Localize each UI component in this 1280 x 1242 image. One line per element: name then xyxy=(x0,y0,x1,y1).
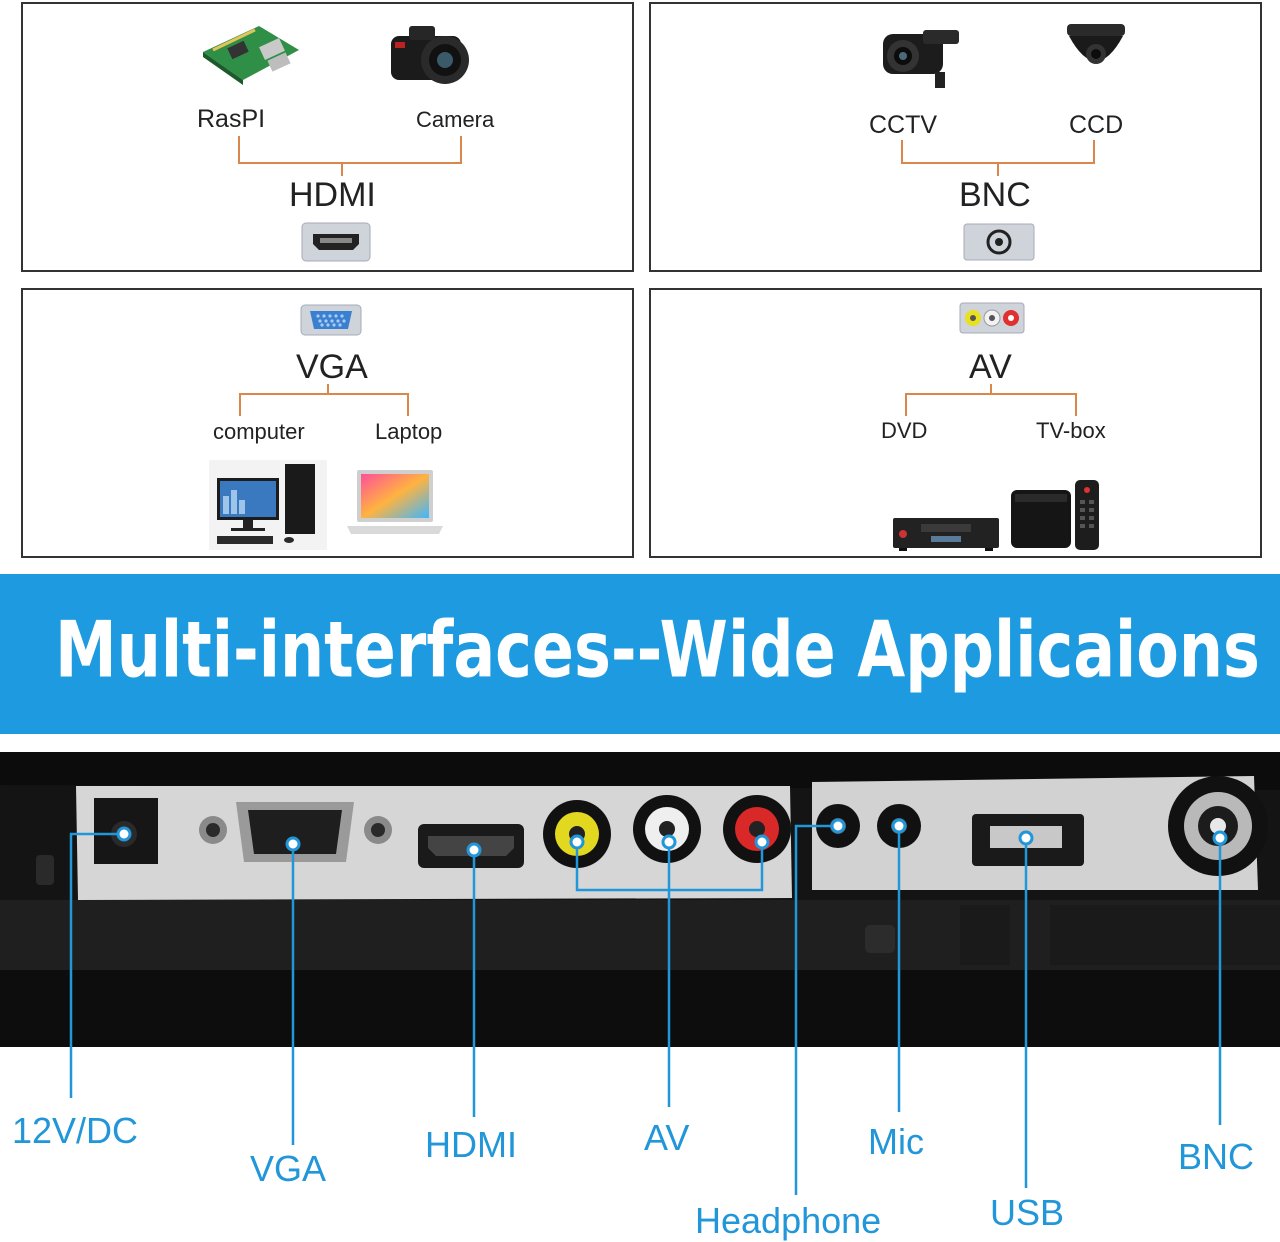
dslr-camera-icon xyxy=(391,26,469,84)
laptop-icon xyxy=(347,470,443,534)
left-device-label: DVD xyxy=(881,418,928,443)
panel-vga: VGA computer Laptop xyxy=(21,288,634,558)
title-banner: Multi-interfaces--Wide Applicaions xyxy=(0,574,1280,734)
av-port-icon xyxy=(959,302,1025,334)
port-label-hdmi: HDMI xyxy=(425,1124,517,1165)
bullet-camera-icon xyxy=(883,30,959,88)
category-title: AV xyxy=(969,348,1012,386)
port-label-bnc: BNC xyxy=(1178,1136,1255,1177)
banner-title: Multi-interfaces--Wide Applicaions xyxy=(55,604,1260,696)
bnc-port-icon xyxy=(963,223,1035,261)
left-device-label: computer xyxy=(213,419,305,444)
device-rear-panel xyxy=(0,752,1280,1047)
dvd-player-icon xyxy=(893,518,999,551)
port-label-12v-dc: 12V/DC xyxy=(12,1110,139,1151)
port-label-vga: VGA xyxy=(250,1148,327,1189)
dome-camera-icon xyxy=(1067,24,1125,64)
category-title: VGA xyxy=(296,348,368,386)
right-device-label: TV-box xyxy=(1036,418,1106,443)
port-label-headphone: Headphone xyxy=(695,1200,882,1241)
panel-bnc: CCTV CCD BNC xyxy=(649,2,1262,272)
port-label-usb: USB xyxy=(990,1192,1065,1233)
left-device-label: CCTV xyxy=(869,111,938,139)
raspberry-pi-icon xyxy=(203,26,299,85)
right-device-label: CCD xyxy=(1069,111,1124,139)
panel-av: AV DVD TV-box xyxy=(649,288,1262,558)
hdmi-port-icon xyxy=(301,222,371,262)
category-title: BNC xyxy=(959,176,1031,214)
desktop-computer-icon xyxy=(209,460,327,550)
right-device-label: Camera xyxy=(416,107,495,132)
left-device-label: RasPI xyxy=(197,105,266,133)
port-label-av: AV xyxy=(644,1117,690,1158)
vga-port-icon xyxy=(300,304,362,336)
tv-box-icon xyxy=(1011,480,1099,550)
category-title: HDMI xyxy=(289,176,376,214)
port-label-mic: Mic xyxy=(868,1121,924,1162)
right-device-label: Laptop xyxy=(375,419,443,444)
connector-lines xyxy=(238,136,1095,416)
panel-hdmi: RasPI Camera HDMI xyxy=(21,2,634,272)
